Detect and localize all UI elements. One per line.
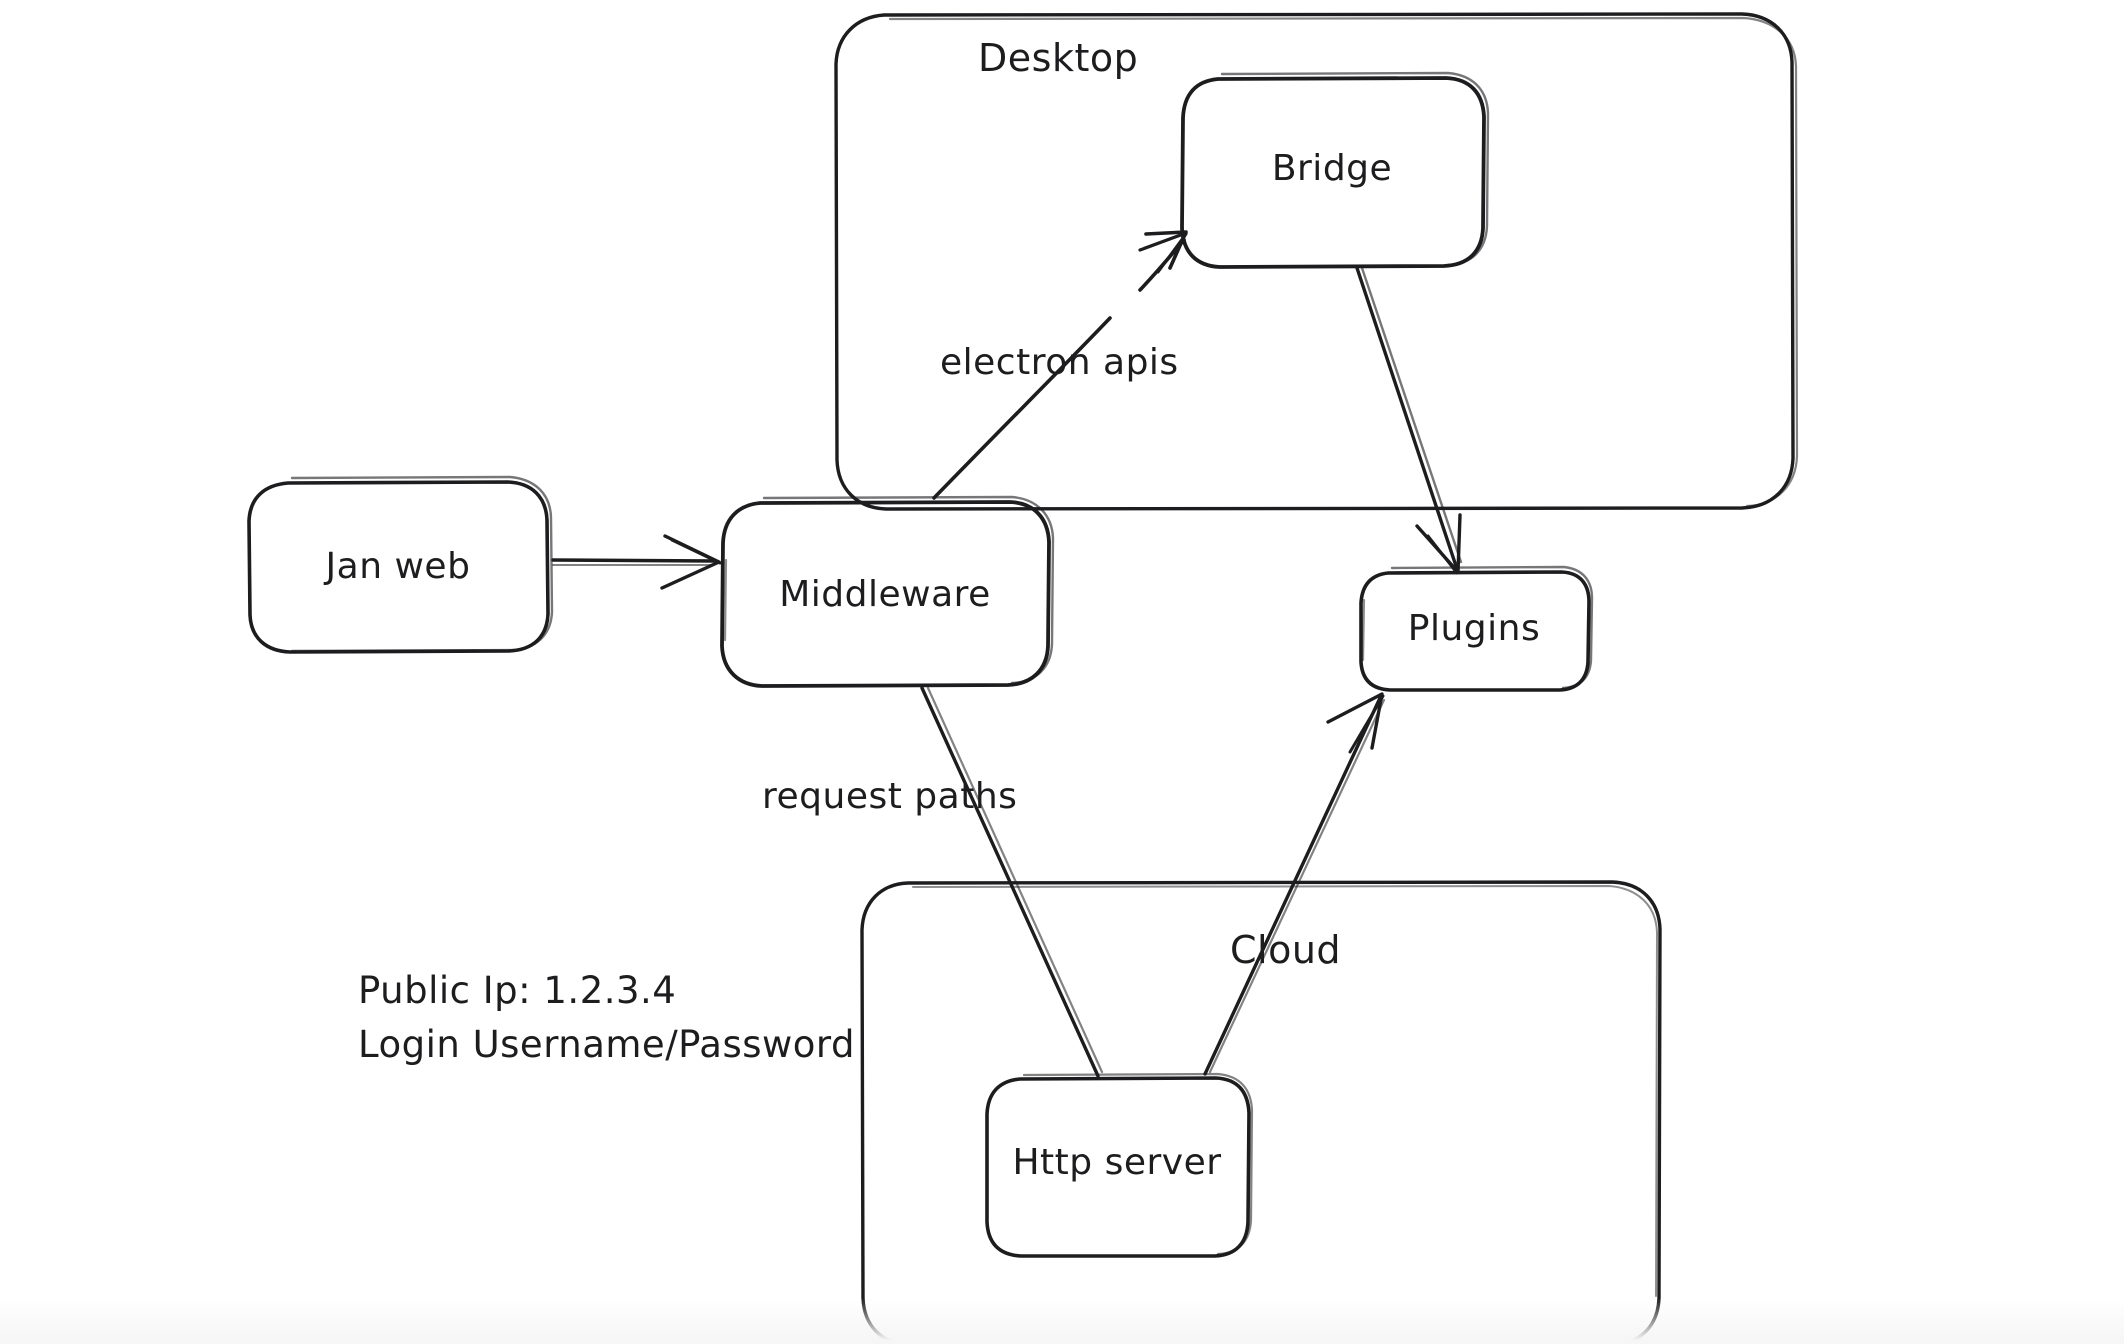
edge-janweb-to-middleware — [551, 534, 722, 590]
edge-middleware-to-bridge — [932, 230, 1188, 500]
node-bridge-outline — [1180, 71, 1490, 269]
note-line-public-ip: Public Ip: 1.2.3.4 — [358, 969, 677, 1012]
node-label-plugins: Plugins — [1407, 608, 1541, 649]
node-jan-web-outline — [247, 475, 554, 654]
group-label-desktop: Desktop — [978, 36, 1139, 80]
edge-label-electron-apis: electron apis — [940, 342, 1179, 383]
edge-bridge-to-plugins — [1355, 266, 1463, 575]
group-label-cloud: Cloud — [1230, 928, 1342, 972]
node-label-jan-web: Jan web — [325, 546, 471, 587]
group-desktop-outline — [834, 12, 1799, 511]
node-plugins-outline — [1359, 565, 1594, 692]
node-label-http-server: Http server — [1012, 1142, 1222, 1183]
note-line-login: Login Username/Password — [358, 1023, 855, 1066]
node-middleware-outline — [720, 495, 1055, 688]
connection-note: Public Ip: 1.2.3.4 Login Username/Passwo… — [358, 964, 855, 1072]
node-http-server-outline — [985, 1072, 1254, 1258]
group-cloud-outline — [860, 880, 1662, 1344]
node-label-middleware: Middleware — [779, 574, 991, 615]
edge-httpserver-to-plugins — [1203, 692, 1386, 1076]
node-label-bridge: Bridge — [1271, 148, 1393, 189]
edge-label-request-paths: request paths — [762, 776, 1018, 817]
edge-middleware-to-httpserver — [920, 686, 1104, 1078]
